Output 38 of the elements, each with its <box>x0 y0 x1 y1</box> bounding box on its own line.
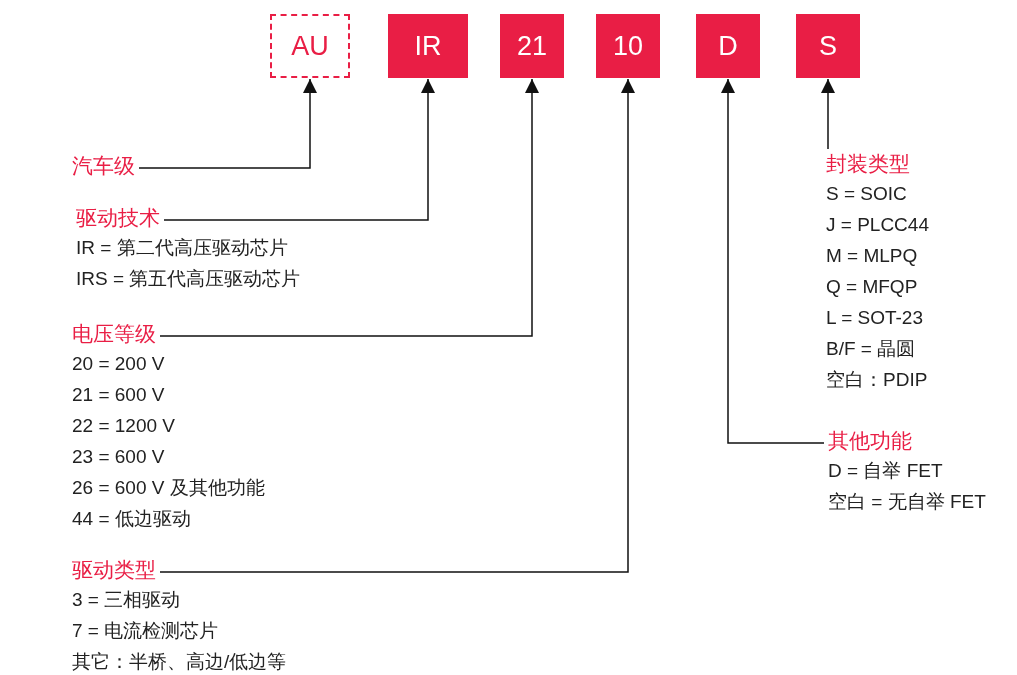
arrow <box>159 78 539 337</box>
code-description: 其它：半桥、高边/低边等 <box>72 650 287 674</box>
field-heading: 驱动类型 <box>72 557 156 583</box>
code-description: 空白 = 无自举 FET <box>828 490 986 514</box>
arrow <box>163 78 435 221</box>
arrow <box>159 78 635 573</box>
field-heading: 电压等级 <box>72 321 156 347</box>
code-description: Q = MFQP <box>826 275 918 299</box>
code-description: IRS = 第五代高压驱动芯片 <box>76 267 301 291</box>
arrow <box>138 78 317 169</box>
arrow <box>821 78 835 150</box>
code-description: 空白：PDIP <box>826 368 928 392</box>
code-description: 7 = 电流检测芯片 <box>72 619 219 643</box>
arrow <box>721 78 825 444</box>
code-description: IR = 第二代高压驱动芯片 <box>76 236 288 260</box>
code-description: 26 = 600 V 及其他功能 <box>72 476 265 500</box>
code-box: 10 <box>596 14 660 78</box>
code-description: 21 = 600 V <box>72 383 165 407</box>
code-description: 3 = 三相驱动 <box>72 588 181 612</box>
field-heading: 汽车级 <box>72 153 135 179</box>
code-box: D <box>696 14 760 78</box>
field-heading: 其他功能 <box>828 428 912 454</box>
code-description: 44 = 低边驱动 <box>72 507 191 531</box>
code-description: 22 = 1200 V <box>72 414 175 438</box>
code-box: S <box>796 14 860 78</box>
field-heading: 封装类型 <box>826 151 910 177</box>
code-description: S = SOIC <box>826 182 907 206</box>
code-description: 20 = 200 V <box>72 352 165 376</box>
code-description: D = 自举 FET <box>828 459 943 483</box>
field-heading: 驱动技术 <box>76 205 160 231</box>
code-description: B/F = 晶圆 <box>826 337 916 361</box>
code-description: L = SOT-23 <box>826 306 923 330</box>
code-description: M = MLPQ <box>826 244 918 268</box>
code-box: IR <box>388 14 468 78</box>
code-box: AU <box>270 14 350 78</box>
code-description: 23 = 600 V <box>72 445 165 469</box>
code-box: 21 <box>500 14 564 78</box>
code-description: J = PLCC44 <box>826 213 929 237</box>
